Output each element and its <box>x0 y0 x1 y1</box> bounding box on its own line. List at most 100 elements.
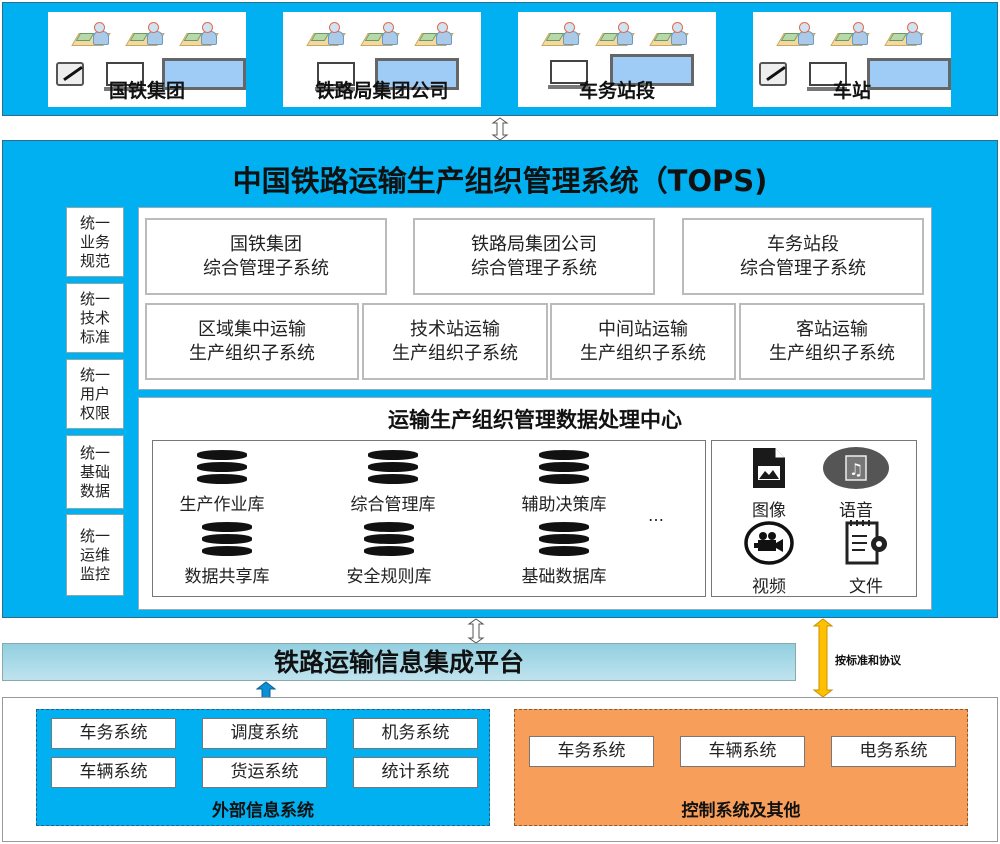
tablet-pen-icon <box>759 62 787 86</box>
operator-icon <box>830 22 870 48</box>
subsystem-passenger-station-prod: 客站运输生产组织子系统 <box>739 303 925 380</box>
ctl-system-item: 车辆系统 <box>680 736 805 767</box>
database-label: 辅助决策库 <box>521 495 607 515</box>
unify-base-data: 统一基础数据 <box>66 435 124 509</box>
media-item-video: 视频 <box>729 520 809 597</box>
operator-icons <box>753 22 951 48</box>
control-systems <box>514 709 968 826</box>
subsystem-line: 车务站段 <box>767 233 839 255</box>
subsystem-line: 区域集中运输 <box>198 318 306 340</box>
subsystem-line: 综合管理子系统 <box>203 257 329 279</box>
ext-system-item: 车务系统 <box>51 718 176 749</box>
org-card-station: 车站 <box>753 12 951 107</box>
unify-line: 标准 <box>79 327 110 346</box>
media-label: 图像 <box>752 501 786 521</box>
database-item: 综合管理库 <box>318 450 468 515</box>
operator-icons <box>48 22 246 48</box>
database-item: 辅助决策库 <box>489 450 639 515</box>
ctl-system-item: 电务系统 <box>831 736 956 767</box>
operator-icon <box>884 22 924 48</box>
unify-user-permission: 统一用户权限 <box>66 359 124 429</box>
database-icon <box>364 522 414 558</box>
media-label: 视频 <box>752 577 786 597</box>
database-label: 基础数据库 <box>521 567 607 587</box>
audio-file-icon: ♫ <box>823 447 889 489</box>
operator-icon <box>776 22 816 48</box>
svg-text:♫: ♫ <box>849 460 863 479</box>
operator-icons <box>283 22 481 48</box>
unify-line: 规范 <box>79 251 110 270</box>
unify-line: 权限 <box>79 403 110 422</box>
external-title: 外部信息系统 <box>212 801 314 821</box>
database-icon <box>197 450 247 486</box>
subsystem-line: 国铁集团 <box>230 233 302 255</box>
subsystem-line: 铁路局集团公司 <box>471 233 597 255</box>
large-display-icon <box>867 58 951 90</box>
subsystem-group-mgmt: 国铁集团综合管理子系统 <box>145 218 387 295</box>
ext-system-item: 机务系统 <box>353 718 478 749</box>
more-ellipsis: … <box>648 506 664 525</box>
operator-icon <box>360 22 400 48</box>
media-label: 语音 <box>839 501 873 521</box>
protocol-label: 按标准和协议 <box>835 654 901 667</box>
unify-line: 统一 <box>79 289 110 308</box>
desktop-monitor-icon <box>315 62 355 91</box>
media-item-audio: ♫ 语音 <box>816 446 896 521</box>
ctl-system-item: 车务系统 <box>529 736 654 767</box>
unify-ops-monitoring: 统一运维监控 <box>66 514 124 596</box>
operator-icon <box>71 22 111 48</box>
database-item: 安全规则库 <box>314 522 464 587</box>
document-settings-icon <box>845 520 887 565</box>
tops-title: 中国铁路运输生产组织管理系统（TOPS) <box>232 164 768 198</box>
large-display-icon <box>375 58 459 90</box>
subsystem-line: 生产组织子系统 <box>189 342 315 364</box>
unify-line: 业务 <box>79 232 110 251</box>
unify-line: 统一 <box>79 365 110 384</box>
org-label: 铁路局集团公司 <box>315 80 449 102</box>
subsystem-line: 中间站运输 <box>598 318 688 340</box>
unify-line: 统一 <box>79 213 110 232</box>
database-label: 生产作业库 <box>179 495 265 515</box>
database-icon <box>202 522 252 558</box>
subsystem-line: 生产组织子系统 <box>580 342 706 364</box>
unify-line: 用户 <box>79 384 110 403</box>
database-label: 数据共享库 <box>184 567 270 587</box>
desktop-monitor-icon <box>807 62 847 91</box>
operator-icon <box>541 22 581 48</box>
subsystem-tech-station-prod: 技术站运输生产组织子系统 <box>362 303 548 380</box>
unify-line: 统一 <box>79 443 110 462</box>
subsystem-intermediate-station-prod: 中间站运输生产组织子系统 <box>550 303 736 380</box>
tablet-pen-icon <box>56 62 84 86</box>
desktop-monitor-icon <box>548 60 588 89</box>
unify-line: 监控 <box>79 564 110 583</box>
media-label: 文件 <box>849 577 883 597</box>
unify-business-spec: 统一业务规范 <box>66 207 124 277</box>
database-icon <box>368 450 418 486</box>
large-display-icon <box>610 54 694 86</box>
operator-icon <box>179 22 219 48</box>
operator-icon <box>649 22 689 48</box>
operator-icon <box>595 22 635 48</box>
org-label: 车务站段 <box>578 80 655 102</box>
subsystem-regional-prod: 区域集中运输生产组织子系统 <box>145 303 359 380</box>
video-camera-icon <box>744 521 794 565</box>
subsystem-line: 生产组织子系统 <box>392 342 518 364</box>
desktop-monitor-icon <box>104 62 144 91</box>
bidirectional-arrow-icon <box>467 618 485 644</box>
database-label: 综合管理库 <box>350 495 436 515</box>
integration-platform: 铁路运输信息集成平台 <box>2 643 796 681</box>
subsystem-line: 综合管理子系统 <box>471 257 597 279</box>
database-item: 基础数据库 <box>489 522 639 587</box>
database-icon <box>539 450 589 486</box>
image-file-icon <box>753 448 785 488</box>
unify-line: 运维 <box>79 545 110 564</box>
ext-system-item: 统计系统 <box>353 757 478 788</box>
bidirectional-arrow-icon <box>491 117 509 141</box>
database-item: 生产作业库 <box>147 450 297 515</box>
unify-line: 基础 <box>79 462 110 481</box>
database-icon <box>539 522 589 558</box>
subsystem-line: 综合管理子系统 <box>740 257 866 279</box>
protocol-arrow-icon <box>813 618 833 698</box>
control-title: 控制系统及其他 <box>681 801 801 821</box>
subsystem-line: 生产组织子系统 <box>769 342 895 364</box>
